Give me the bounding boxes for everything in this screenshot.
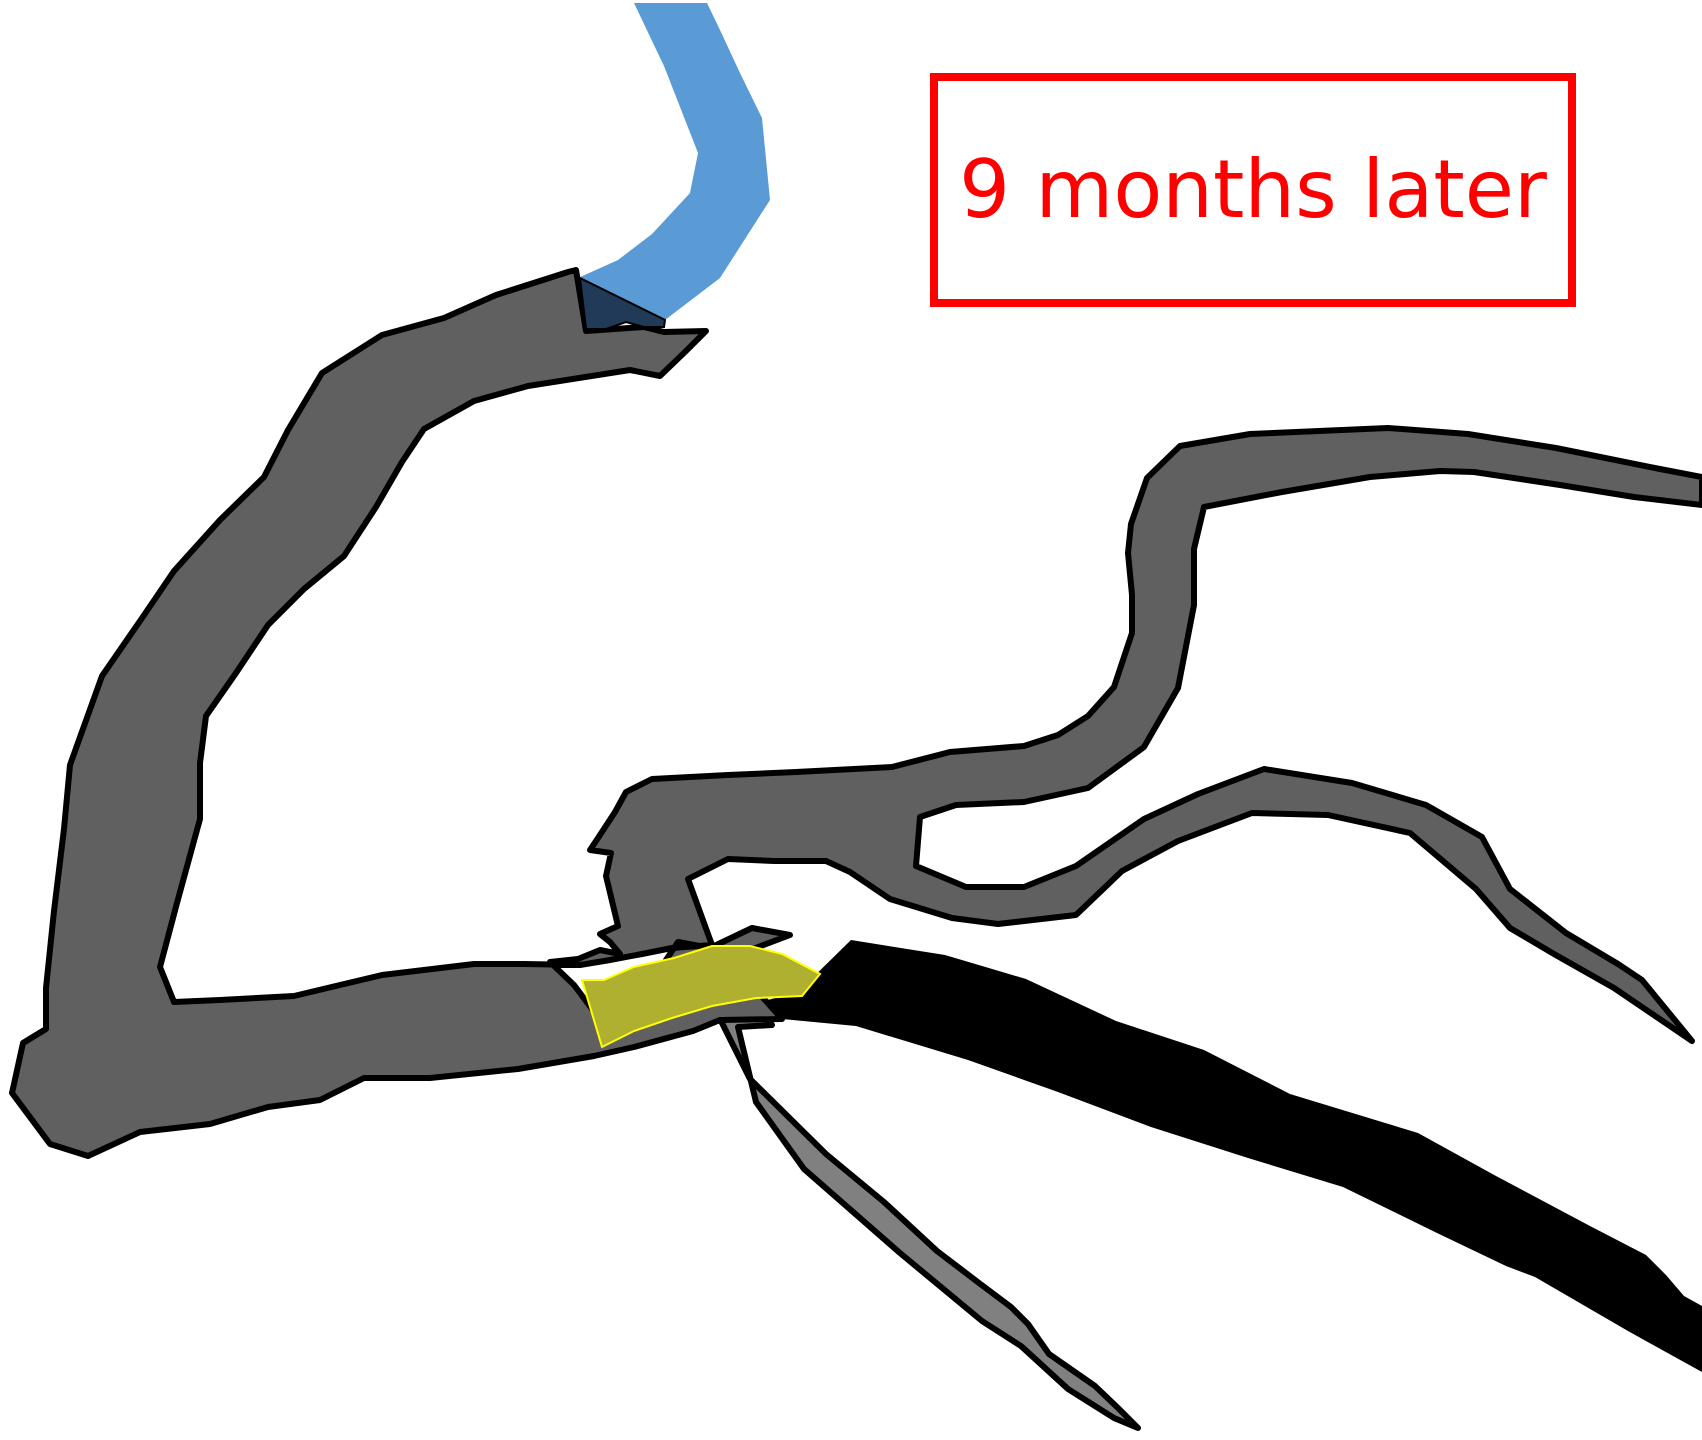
blue-segment (578, 3, 770, 320)
black-vessel (718, 940, 1702, 1372)
annotation-box: 9 months later (930, 73, 1576, 307)
annotation-text: 9 months later (959, 150, 1547, 230)
